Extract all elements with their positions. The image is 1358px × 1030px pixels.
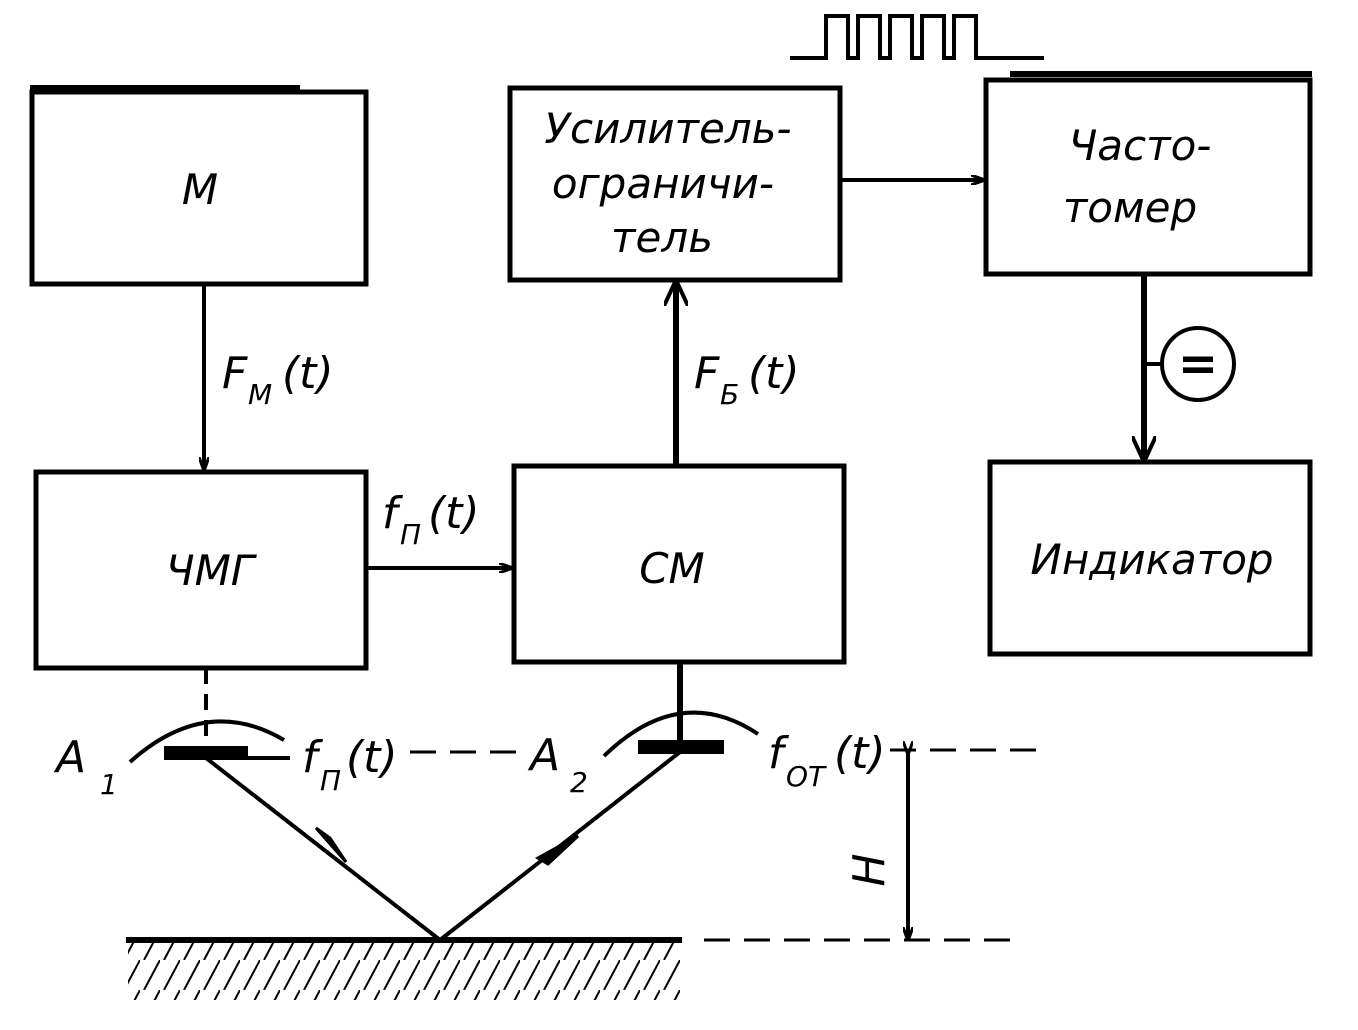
amplifier-label-line1: Усилитель- — [544, 104, 791, 153]
svg-text:П: П — [400, 518, 421, 551]
antenna-a1-label: A 1 — [53, 732, 118, 801]
signal-fot-label: f ОТ (t) — [768, 728, 886, 793]
block-amplifier-limiter: Усилитель- ограничи- тель — [507, 85, 843, 283]
block-indicator: Индикатор — [987, 459, 1313, 657]
indicator-label: Индикатор — [1030, 535, 1273, 584]
signal-fb-label: F Б (t) — [694, 348, 800, 411]
svg-text:М: М — [248, 378, 272, 411]
svg-text:ОТ: ОТ — [786, 760, 827, 793]
svg-text:A: A — [53, 732, 86, 783]
antenna-a1-icon — [128, 719, 286, 764]
ray-transmitted — [204, 756, 442, 942]
signal-fp-label: f П (t) — [382, 488, 480, 551]
dc-symbol-icon: = — [1160, 326, 1236, 402]
block-fm-generator: ЧМГ — [33, 469, 369, 671]
frequency-meter-line1: Часто- — [1069, 121, 1212, 170]
frequency-meter-line2: томер — [1063, 183, 1197, 232]
svg-text:(t): (t) — [346, 732, 398, 783]
svg-text:F: F — [222, 348, 248, 399]
amplifier-label-line3: тель — [611, 213, 713, 262]
fm-generator-label: ЧМГ — [166, 546, 258, 595]
height-label: H — [844, 853, 895, 886]
antenna-a2-label: A 2 — [527, 730, 588, 799]
svg-text:(t): (t) — [834, 728, 886, 779]
svg-text:П: П — [320, 764, 341, 797]
modulator-label: М — [182, 165, 218, 214]
mixer-label: СМ — [639, 544, 705, 593]
svg-text:=: = — [1178, 336, 1218, 392]
ground-surface — [126, 937, 682, 1000]
block-mixer: СМ — [511, 463, 847, 665]
pulse-train-icon — [790, 14, 1044, 60]
svg-text:(t): (t) — [282, 348, 334, 399]
block-frequency-meter: Часто- томер — [983, 71, 1313, 277]
svg-text:Б: Б — [720, 378, 739, 411]
svg-text:A: A — [527, 730, 560, 781]
amplifier-label-line2: ограничи- — [552, 159, 774, 208]
ray-transmitted-arrow-icon — [314, 826, 348, 863]
signal-fp-emitted-label: f П (t) — [302, 732, 398, 797]
svg-text:(t): (t) — [428, 488, 480, 539]
svg-text:F: F — [694, 348, 720, 399]
antenna-a2-icon — [602, 710, 760, 758]
ray-reflected-arrow-icon — [534, 834, 580, 866]
svg-text:2: 2 — [570, 766, 588, 799]
svg-text:(t): (t) — [748, 348, 800, 399]
signal-fm-label: F М (t) — [222, 348, 334, 411]
block-modulator: М — [29, 85, 369, 287]
svg-text:1: 1 — [100, 768, 118, 801]
